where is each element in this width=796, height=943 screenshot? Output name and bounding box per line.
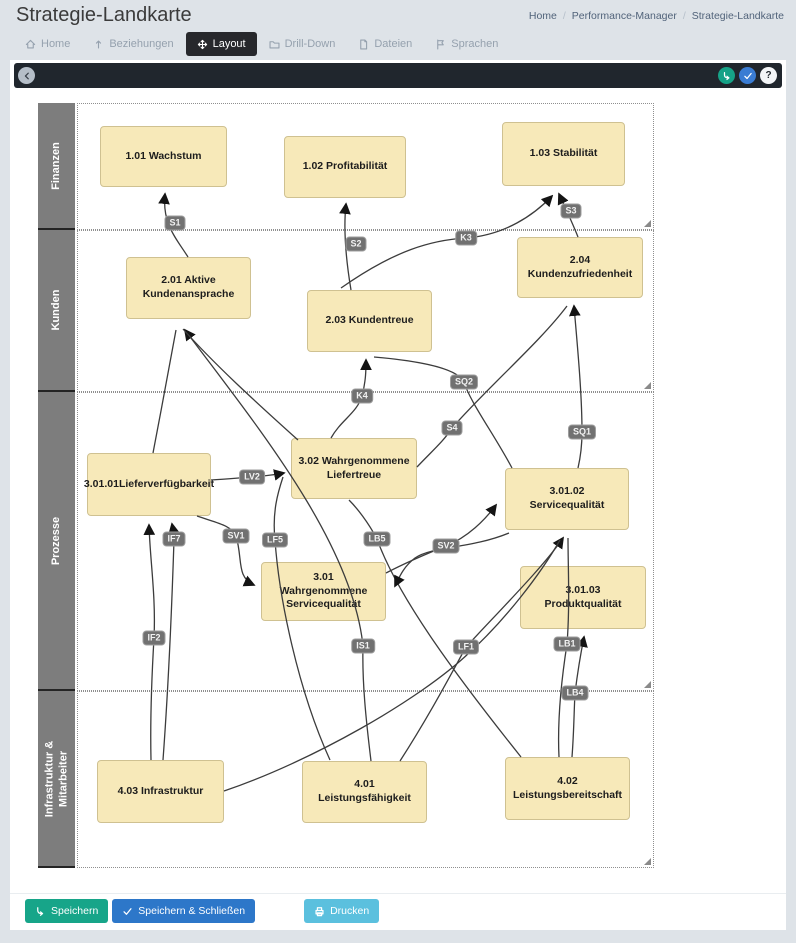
breadcrumb-item[interactable]: Strategie-Landkarte: [691, 10, 784, 22]
tab-label: Sprachen: [451, 38, 499, 50]
node-2-01[interactable]: 2.01 Aktive Kundenansprache: [126, 257, 251, 319]
node-3-01[interactable]: 3.01 Wahrgenommene Servicequalität: [261, 562, 386, 621]
node-1-01[interactable]: 1.01 Wachstum: [100, 126, 227, 187]
node-1-03[interactable]: 1.03 Stabilität: [502, 122, 625, 186]
lane-header-prozesse: Prozesse: [38, 392, 75, 691]
node-3-01-02[interactable]: 3.01.02 Servicequalität: [505, 468, 629, 530]
edge-label-lf1[interactable]: LF1: [452, 639, 480, 655]
confirm-button[interactable]: [739, 67, 756, 84]
lane-resize-handle[interactable]: [644, 858, 651, 865]
check-icon: [743, 72, 752, 79]
move-icon: [197, 39, 207, 49]
lane-header-infrastruktur-mitarbeiter: Infrastruktur & Mitarbeiter: [38, 691, 75, 868]
edge-label-sq1[interactable]: SQ1: [567, 424, 597, 440]
undo-button[interactable]: [718, 67, 735, 84]
tab-layout[interactable]: Layout: [185, 32, 257, 56]
tab-beziehungen[interactable]: Beziehungen: [82, 32, 184, 56]
breadcrumb: Home / Performance-Manager / Strategie-Landk…: [529, 10, 784, 22]
tab-sprachen[interactable]: Sprachen: [424, 32, 509, 56]
diagram-toolbar: ?: [14, 63, 782, 88]
edge-label-is1[interactable]: IS1: [351, 638, 375, 654]
file-icon: [360, 38, 368, 50]
node-2-04[interactable]: 2.04 Kundenzufriedenheit: [517, 237, 643, 298]
edge-label-k3[interactable]: K3: [455, 230, 477, 246]
node-1-02[interactable]: 1.02 Profitabilität: [284, 136, 406, 198]
edge-label-lv2[interactable]: LV2: [239, 469, 265, 485]
check-icon: [123, 907, 132, 915]
lane-label: Kunden: [49, 289, 62, 331]
tab-home[interactable]: Home: [14, 32, 81, 56]
node-3-02[interactable]: 3.02 Wahrgenommene Liefertreue: [291, 438, 417, 499]
node-3-01-01[interactable]: 3.01.01Lieferverfügbarkeit: [84, 453, 214, 516]
lane-label: Prozesse: [49, 516, 62, 565]
edge-label-s1[interactable]: S1: [164, 215, 186, 231]
edge-label-lb4[interactable]: LB4: [561, 685, 589, 701]
speichern-schlie-en-button[interactable]: Speichern & Schließen: [112, 899, 256, 923]
tab-label: Beziehungen: [109, 38, 174, 50]
edge-label-lb1[interactable]: LB1: [553, 636, 581, 652]
page-title: Strategie-Landkarte: [16, 4, 192, 26]
curved-arrow-icon: [37, 906, 44, 916]
breadcrumb-separator: /: [562, 10, 566, 22]
speichern-button[interactable]: Speichern: [25, 899, 109, 923]
edge-label-lf5[interactable]: LF5: [261, 532, 289, 548]
edge-label-sv2[interactable]: SV2: [432, 538, 460, 554]
chevron-left-icon: [24, 72, 29, 79]
lane-label: Finanzen: [49, 141, 62, 190]
edge-label-sq2[interactable]: SQ2: [449, 374, 479, 390]
node-4-03[interactable]: 4.03 Infrastruktur: [97, 760, 224, 823]
lane-header-finanzen: Finanzen: [38, 103, 75, 230]
tab-label: Home: [41, 38, 71, 50]
arrow-up-icon: [96, 40, 102, 48]
edge-label-lb5[interactable]: LB5: [363, 531, 391, 547]
lane-resize-handle[interactable]: [644, 681, 651, 688]
button-label: Drucken: [330, 905, 370, 917]
help-button[interactable]: ?: [760, 67, 777, 84]
button-label: Speichern: [51, 905, 99, 917]
tab-label: Dateien: [374, 38, 413, 50]
breadcrumb-item[interactable]: Performance-Manager: [571, 10, 677, 22]
node-2-03[interactable]: 2.03 Kundentreue: [307, 290, 432, 352]
tab-dateien[interactable]: Dateien: [347, 32, 423, 56]
tab-drill-down[interactable]: Drill-Down: [258, 32, 347, 56]
lane-resize-handle[interactable]: [644, 220, 651, 227]
node-4-01[interactable]: 4.01 Leistungsfähigkeit: [302, 761, 427, 823]
edge-label-s2[interactable]: S2: [345, 236, 367, 252]
breadcrumb-separator: /: [682, 10, 686, 22]
question-icon: ?: [765, 70, 772, 81]
breadcrumb-item[interactable]: Home: [528, 10, 557, 22]
curved-arrow-icon: [723, 71, 729, 80]
lane-label: Infrastruktur & Mitarbeiter: [42, 740, 69, 817]
lane-header-kunden: Kunden: [38, 230, 75, 392]
footer-divider: [10, 893, 786, 894]
back-button[interactable]: [18, 67, 35, 84]
home-icon: [25, 39, 36, 48]
button-label: Speichern & Schließen: [138, 905, 246, 917]
edge-label-s3[interactable]: S3: [560, 203, 582, 219]
folder-icon: [269, 40, 280, 48]
edge-label-k4[interactable]: K4: [351, 388, 373, 404]
footer-buttons: Speichern Speichern & Schließen Drucken: [25, 899, 380, 923]
edge-label-sv1[interactable]: SV1: [222, 528, 250, 544]
tab-label: Drill-Down: [284, 38, 336, 50]
tab-label: Layout: [212, 38, 246, 50]
drucken-button[interactable]: Drucken: [304, 899, 380, 923]
flag-icon: [437, 38, 445, 50]
nav-tabs: Home Beziehungen Layout Drill-Down Dateien Sp…: [14, 32, 510, 56]
lane-resize-handle[interactable]: [644, 382, 651, 389]
node-4-02[interactable]: 4.02 Leistungsbereitschaft: [505, 757, 630, 820]
node-3-01-03[interactable]: 3.01.03 Produktqualität: [520, 566, 646, 629]
edge-label-s4[interactable]: S4: [441, 420, 463, 436]
edge-label-if7[interactable]: IF7: [162, 531, 186, 547]
printer-icon: [315, 906, 324, 916]
edge-label-if2[interactable]: IF2: [142, 630, 166, 646]
